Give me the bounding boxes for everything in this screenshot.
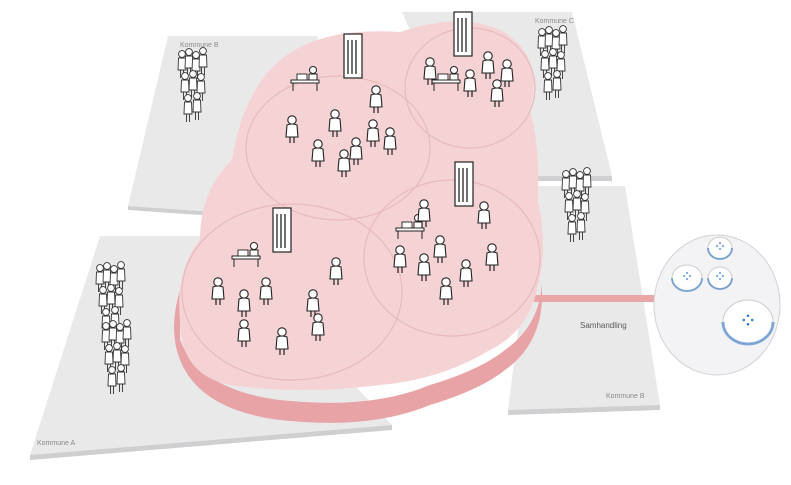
hub-node-dot [689, 275, 691, 277]
hub-node-dot [719, 248, 721, 250]
hub-node-dot [722, 245, 724, 247]
label-samhandling: Samhandling [580, 321, 627, 330]
network-hub [654, 235, 780, 375]
hub-node-dot [719, 278, 721, 280]
hub-node-dot [716, 275, 718, 277]
hub-node-dot [686, 278, 688, 280]
label-kommune-b-bottom: Kommune B [606, 393, 645, 400]
office-building-icon [344, 34, 362, 78]
label-kommune-b-top: Kommune B [180, 42, 219, 49]
hub-node-dot [716, 245, 718, 247]
hub-node-dot [747, 323, 750, 326]
hub-node-dot [751, 319, 754, 322]
office-building-icon [273, 208, 291, 252]
label-kommune-c: Kommune C [535, 18, 574, 25]
label-kommune-a: Kommune A [37, 440, 75, 447]
office-building-icon [455, 162, 473, 206]
office-building-icon [454, 12, 472, 56]
hub-node-dot [743, 319, 746, 322]
hub-node-dot [686, 272, 688, 274]
hub-node-dot [722, 275, 724, 277]
hub-node-dot [683, 275, 685, 277]
hub-node-dot [719, 272, 721, 274]
hub-node-dot [747, 315, 750, 318]
hub-node-dot [719, 242, 721, 244]
